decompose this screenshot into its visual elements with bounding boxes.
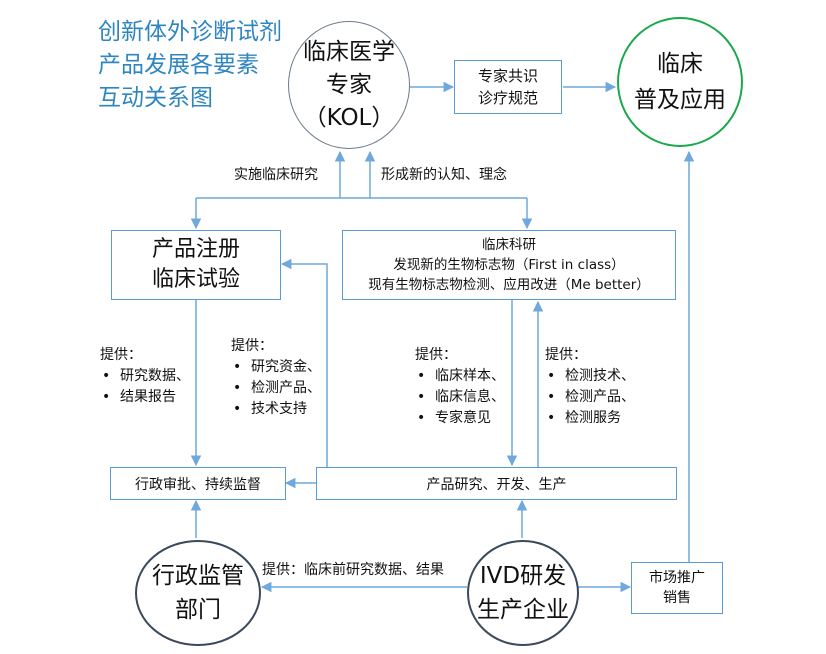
list-item: 临床样本、 [415, 366, 505, 387]
research-line-1: 临床科研 [482, 237, 536, 253]
rd-box: 产品研究、开发、生产 [316, 467, 677, 500]
clinical-adoption-node: 临床 普及应用 [617, 17, 743, 147]
approval-box: 行政审批、持续监督 [110, 467, 286, 500]
list-ivd-to-research: 提供： 检测技术、 检测产品、 检测服务 [545, 345, 635, 429]
diagram-title: 创新体外诊断试剂 产品发展各要素 互动关系图 [98, 16, 308, 115]
label-implement-research: 实施临床研究 [234, 167, 318, 183]
clinical-line-2: 普及应用 [634, 87, 726, 113]
marketing-box: 市场推广 销售 [631, 562, 723, 614]
registration-line-2: 临床试验 [151, 267, 240, 292]
title-line-2: 产品发展各要素 [98, 52, 259, 78]
kol-node: 临床医学 专家 （KOL） [288, 21, 410, 149]
list-item: 检测服务 [545, 408, 635, 429]
list-head: 提供： [415, 347, 457, 363]
arrow-rd-to-registration [280, 258, 328, 467]
list-head: 提供： [545, 347, 587, 363]
list-head: 提供： [100, 347, 142, 363]
list-item: 检测技术、 [545, 366, 635, 387]
kol-line-3: （KOL） [303, 104, 395, 131]
list-item: 技术支持 [231, 399, 321, 420]
rd-label: 产品研究、开发、生产 [426, 476, 567, 493]
consensus-line-2: 诊疗规范 [477, 89, 538, 107]
label-new-concepts: 形成新的认知、理念 [381, 167, 507, 183]
approval-label: 行政审批、持续监督 [135, 476, 261, 493]
regulator-line-2: 部门 [175, 597, 221, 623]
clinical-research-box: 临床科研 发现新的生物标志物（First in class） 现有生物标志物检测… [342, 230, 676, 300]
list-head: 提供： [231, 338, 273, 354]
clinical-line-1: 临床 [657, 51, 703, 77]
research-line-2: 发现新的生物标志物（First in class） [393, 257, 625, 273]
ivd-line-2: 生产企业 [477, 597, 569, 623]
title-line-3: 互动关系图 [98, 85, 213, 111]
marketing-line-2: 销售 [663, 590, 691, 606]
ivd-enterprise-node: IVD研发 生产企业 [467, 540, 579, 646]
list-registration-provides: 提供： 研究数据、 结果报告 [100, 345, 190, 408]
list-item: 检测产品、 [231, 378, 321, 399]
registration-box: 产品注册 临床试验 [111, 230, 281, 300]
list-item: 结果报告 [100, 387, 190, 408]
list-ivd-to-registration: 提供： 研究资金、 检测产品、 技术支持 [231, 336, 321, 420]
title-line-1: 创新体外诊断试剂 [98, 19, 282, 45]
regulator-node: 行政监管 部门 [135, 540, 261, 646]
marketing-line-1: 市场推广 [649, 570, 705, 586]
list-item: 临床信息、 [415, 387, 505, 408]
ivd-line-1: IVD研发 [479, 563, 567, 589]
kol-line-2: 专家 [326, 71, 372, 98]
regulator-line-1: 行政监管 [152, 563, 244, 589]
list-item: 研究资金、 [231, 357, 321, 378]
kol-line-1: 临床医学 [303, 38, 395, 65]
list-item: 检测产品、 [545, 387, 635, 408]
registration-line-1: 产品注册 [151, 237, 240, 262]
list-item: 专家意见 [415, 408, 505, 429]
list-item: 研究数据、 [100, 366, 190, 387]
label-preclinical-data: 提供：临床前研究数据、结果 [262, 562, 444, 578]
consensus-line-1: 专家共识 [477, 67, 538, 85]
research-line-3: 现有生物标志物检测、应用改进（Me better） [368, 277, 650, 293]
consensus-box: 专家共识 诊疗规范 [454, 60, 562, 114]
list-research-provides: 提供： 临床样本、 临床信息、 专家意见 [415, 345, 505, 429]
